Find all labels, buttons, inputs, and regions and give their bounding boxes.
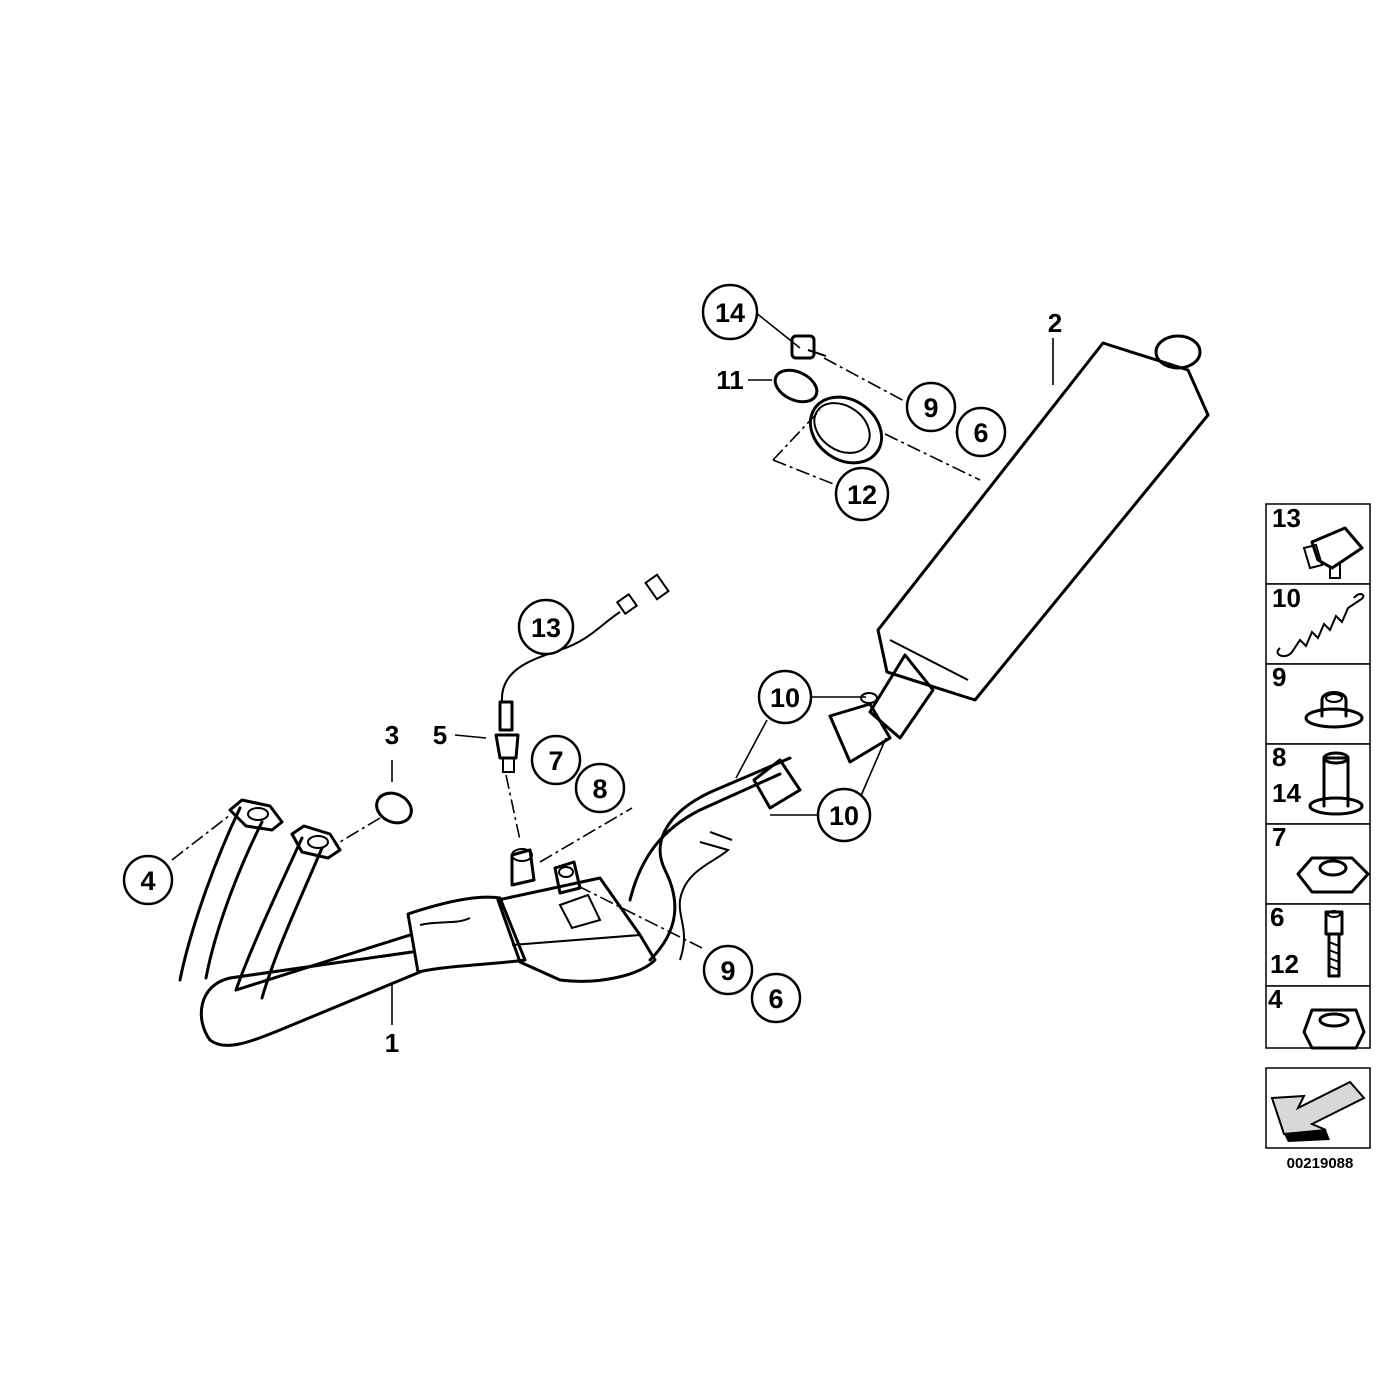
direction-arrow-icon <box>1270 1080 1366 1142</box>
callout-8: 8 <box>574 762 626 814</box>
svg-text:13: 13 <box>1272 503 1301 533</box>
callout-6-bottom: 6 <box>750 972 802 1024</box>
svg-text:8: 8 <box>1272 742 1286 772</box>
callout-12: 12 <box>834 466 890 522</box>
svg-text:6: 6 <box>768 984 783 1014</box>
legend-item-9: 9 <box>1272 662 1364 729</box>
legend-item-7: 7 <box>1272 822 1370 894</box>
svg-text:10: 10 <box>1272 583 1301 613</box>
svg-text:7: 7 <box>548 746 563 776</box>
svg-text:4: 4 <box>140 866 155 896</box>
svg-text:6: 6 <box>1270 902 1284 932</box>
svg-text:4: 4 <box>1268 984 1283 1014</box>
svg-text:5: 5 <box>433 720 447 750</box>
svg-text:14: 14 <box>715 298 745 328</box>
svg-text:3: 3 <box>385 720 399 750</box>
legend-item-8-14: 8 14 <box>1272 742 1364 816</box>
svg-text:9: 9 <box>1272 662 1286 692</box>
gasket-ring <box>375 791 413 825</box>
drawing-number: 00219088 <box>1287 1155 1354 1172</box>
svg-text:9: 9 <box>720 956 735 986</box>
callout-6-top: 6 <box>955 406 1007 458</box>
svg-text:10: 10 <box>770 683 800 713</box>
oxygen-sensor <box>494 573 670 773</box>
callout-14: 14 <box>701 283 759 341</box>
callout-9-top: 9 <box>905 381 957 433</box>
svg-text:6: 6 <box>973 418 988 448</box>
svg-text:7: 7 <box>1272 822 1286 852</box>
callout-7: 7 <box>530 734 582 786</box>
svg-text:1: 1 <box>385 1028 399 1058</box>
rear-silencer <box>828 334 1210 764</box>
callout-11: 11 <box>716 365 744 395</box>
callout-4: 4 <box>122 854 174 906</box>
callout-9-bottom: 9 <box>702 944 754 996</box>
svg-text:2: 2 <box>1048 308 1062 338</box>
svg-text:14: 14 <box>1272 778 1301 808</box>
callout-1: 1 <box>385 1028 399 1058</box>
exhaust-manifold <box>178 756 802 1047</box>
legend-item-6-12: 6 12 <box>1270 902 1344 979</box>
legend-item-10: 10 <box>1272 583 1365 658</box>
callout-3: 3 <box>385 720 399 750</box>
svg-text:12: 12 <box>1270 949 1299 979</box>
legend-item-4: 4 <box>1268 984 1366 1050</box>
leader-lines <box>171 311 1054 1025</box>
callout-13: 13 <box>517 598 575 656</box>
callout-5: 5 <box>433 720 447 750</box>
svg-text:9: 9 <box>923 393 938 423</box>
callout-10-upper: 10 <box>757 669 813 725</box>
callout-2: 2 <box>1048 308 1062 338</box>
svg-text:11: 11 <box>716 365 744 395</box>
svg-text:8: 8 <box>592 774 607 804</box>
parts-legend: 13 10 9 8 14 7 6 12 <box>1265 503 1371 1172</box>
svg-text:13: 13 <box>531 613 561 643</box>
svg-text:12: 12 <box>847 480 877 510</box>
svg-text:10: 10 <box>829 801 859 831</box>
legend-item-13: 13 <box>1272 503 1364 579</box>
clamp-assembly <box>773 334 884 465</box>
callout-10-lower: 10 <box>816 787 872 843</box>
